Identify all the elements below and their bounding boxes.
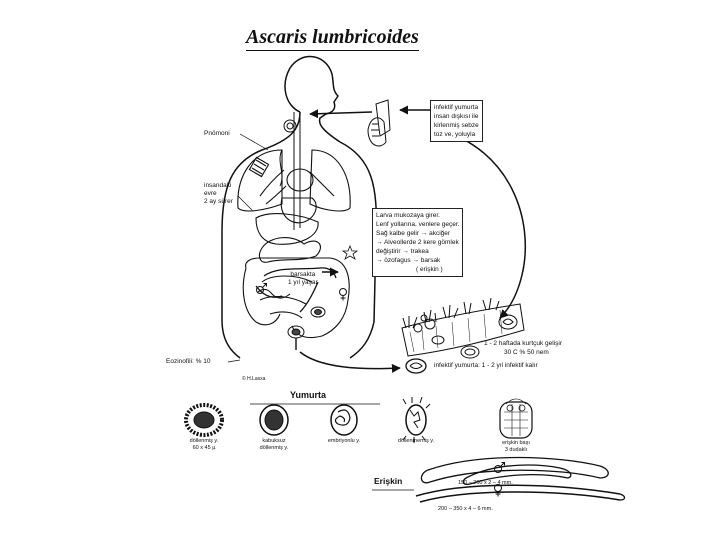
credit-label: © H.Lasxa — [242, 375, 265, 383]
larva-migration-box: Larva mukozaya girer. Lenf yollarına, ve… — [372, 208, 463, 277]
human-stage-line-3: 2 ay sürer — [204, 198, 233, 206]
adult-worms — [416, 458, 625, 503]
intestine-stage-label: barsakta 1 yıl yaşar — [288, 271, 318, 287]
eosinophilia-label: Eozinofili: % 10 — [166, 358, 210, 366]
larva-box-line-2: Lenf yollarına, venlere geçer. — [376, 220, 459, 229]
infective-egg-duration-label: infektif yumurta: 1 - 2 yıl infektif kal… — [434, 362, 538, 370]
eggs-heading: Yumurta — [290, 390, 326, 400]
fertilized-egg — [186, 405, 222, 435]
soil-line-1: 1 - 2 haftada kurtçuk gelişir — [484, 339, 562, 348]
star-icon — [343, 246, 357, 259]
infective-egg-soil — [406, 359, 426, 373]
male-size-label: 150 – 200 x 2 – 4 mm. — [458, 479, 513, 487]
unfertilized-egg-caption: döllenmemiş y. — [388, 438, 444, 445]
larva-box-line-6: → özofagus → barsak — [376, 256, 459, 265]
adults-heading: Erişkin — [374, 476, 402, 486]
decorticated-egg-caption-2: döllenmiş y. — [248, 445, 300, 452]
embryonated-egg-caption: embriyonlu y. — [316, 438, 372, 445]
hand-with-food — [368, 100, 390, 146]
intestine-stage-line-1: barsakta — [288, 271, 318, 279]
human-stage-line-1: insandaki — [204, 182, 233, 190]
larva-box-line-5: değiştirir → trakea — [376, 247, 459, 256]
intestine-stage-line-2: 1 yıl yaşar — [288, 279, 318, 287]
larva-box-line-4: → Alveollerde 2 kere gömlek — [376, 238, 459, 247]
female-size-label: 200 – 350 x 4 – 6 mm. — [438, 505, 493, 513]
pneumonia-label: Pnömoni — [204, 130, 230, 138]
unfertilized-egg — [403, 397, 430, 443]
soil-line-2: 30 C % 50 nem — [484, 348, 562, 357]
human-stage-line-2: evre — [204, 190, 233, 198]
larva-box-line-1: Larva mukozaya girer. — [376, 211, 459, 220]
fertilized-egg-caption-2: 60 x 45 µ — [178, 445, 230, 452]
unfertilized-egg-caption-1: döllenmemiş y. — [388, 438, 444, 445]
human-body-outline — [222, 57, 376, 358]
adult-head-caption: erişkin başı 3 dudaklı — [490, 440, 542, 453]
intestine-eggs — [288, 307, 325, 338]
infective-box-line-4: toz ve, yoluyla — [434, 130, 479, 139]
fertilized-egg-caption: döllenmiş y. 60 x 45 µ — [178, 438, 230, 451]
adult-head — [500, 399, 532, 438]
infective-box-line-3: kirlenmiş sebze — [434, 121, 479, 130]
larva-box-line-7: ( erişkin ) — [376, 265, 459, 274]
infective-egg-box: infektif yumurta insan dışkısı ile kirle… — [430, 100, 483, 142]
soil-development-label: 1 - 2 haftada kurtçuk gelişir 30 C % 50 … — [484, 339, 562, 357]
decorticated-egg-caption: kabuksuz döllenmiş y. — [248, 438, 300, 451]
adult-head-caption-2: 3 dudaklı — [490, 447, 542, 454]
larva-box-line-3: Sağ kalbe gelir → akciğer — [376, 229, 459, 238]
human-stage-label: insandaki evre 2 ay sürer — [204, 182, 233, 206]
infective-box-line-2: insan dışkısı ile — [434, 112, 479, 121]
embryonated-egg-caption-1: embriyonlu y. — [316, 438, 372, 445]
embryonated-egg — [331, 405, 357, 435]
decorticated-egg — [260, 405, 288, 435]
infective-box-line-1: infektif yumurta — [434, 103, 479, 112]
heart-stomach-liver — [256, 169, 318, 244]
